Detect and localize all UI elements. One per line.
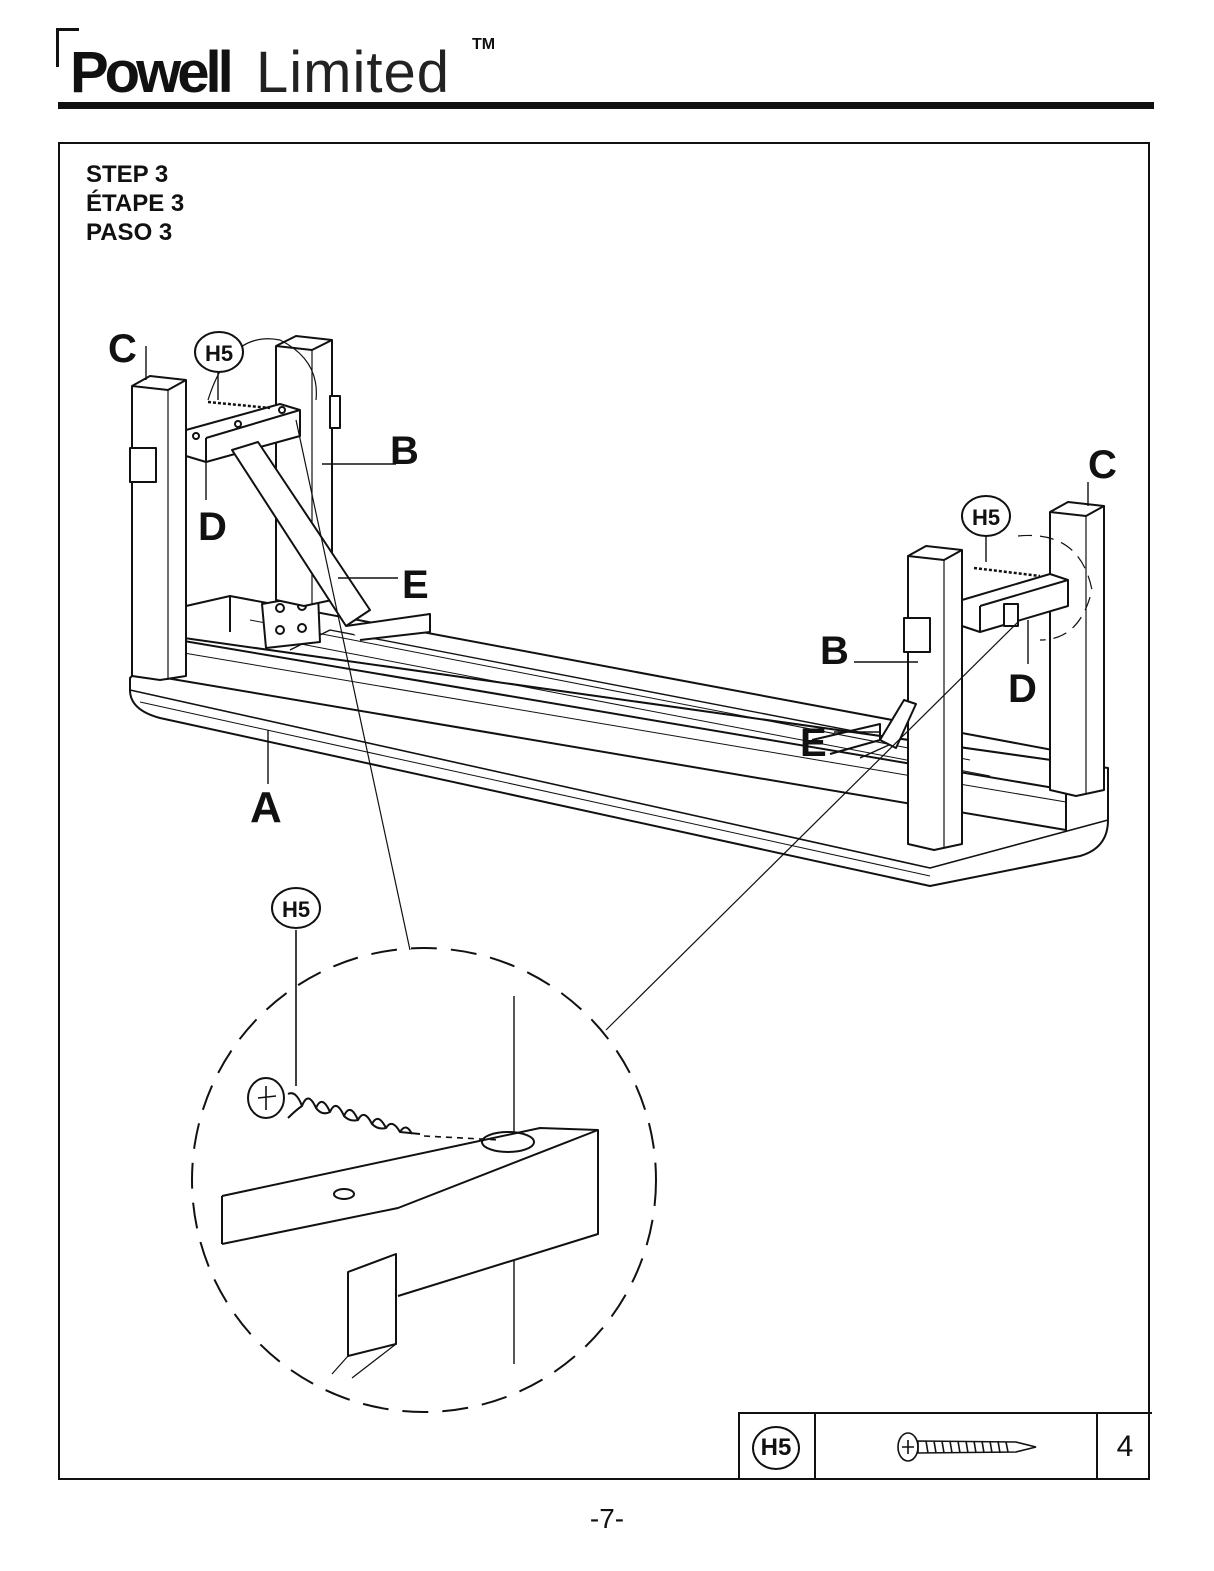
h5-label-detail: H5 <box>282 897 310 922</box>
hardware-code-cell: H5 <box>740 1414 816 1480</box>
logo-trademark: TM <box>472 36 496 53</box>
label-d-right: D <box>1008 667 1037 711</box>
bench-top-edge <box>129 689 1109 869</box>
detail-screw <box>247 1077 421 1135</box>
h5-badge-right: H5 <box>961 495 1011 537</box>
instruction-panel <box>58 142 1150 1480</box>
label-b-left: B <box>390 429 419 473</box>
hardware-code-badge: H5 <box>752 1426 800 1470</box>
label-a: A <box>250 783 282 832</box>
left-brace-e <box>231 441 371 627</box>
h5-label-right: H5 <box>972 505 1000 530</box>
hardware-table: H5 4 <box>738 1412 1152 1480</box>
step-title-es: PASO 3 <box>86 219 173 246</box>
h5-badge-detail: H5 <box>271 887 321 929</box>
label-b-right: B <box>820 629 849 673</box>
label-e-left: E <box>402 563 429 607</box>
label-c-right: C <box>1088 443 1117 487</box>
hardware-quantity: 4 <box>1116 1430 1134 1463</box>
detail-rail <box>221 1127 599 1297</box>
right-screw <box>973 566 1041 578</box>
h5-badge-left: H5 <box>194 331 244 373</box>
step-title-fr: ÉTAPE 3 <box>86 190 185 217</box>
right-brace-e <box>879 699 917 749</box>
header-rule <box>58 102 1154 109</box>
label-c-left: C <box>108 327 137 371</box>
right-leg-back <box>1049 501 1105 797</box>
logo-wordmark-light: Limited <box>256 40 450 105</box>
label-d-left: D <box>198 505 227 549</box>
screw-icon <box>897 1432 1037 1462</box>
h5-label-left: H5 <box>205 341 233 366</box>
right-leg-front <box>907 545 963 851</box>
left-leg-front <box>131 375 187 681</box>
hardware-image-cell <box>816 1414 1098 1480</box>
brand-logo: Powell Limited TM <box>56 28 516 102</box>
step-title-en: STEP 3 <box>86 161 169 188</box>
left-screw <box>207 400 271 410</box>
label-e-right: E <box>800 721 827 765</box>
step-title: STEP 3 ÉTAPE 3 PASO 3 <box>86 160 184 247</box>
logo-wordmark-bold: Powell <box>70 40 234 105</box>
detail-callout-circle <box>191 947 657 1413</box>
logo-corner-mark <box>56 28 79 67</box>
page-number: -7- <box>589 1503 625 1534</box>
